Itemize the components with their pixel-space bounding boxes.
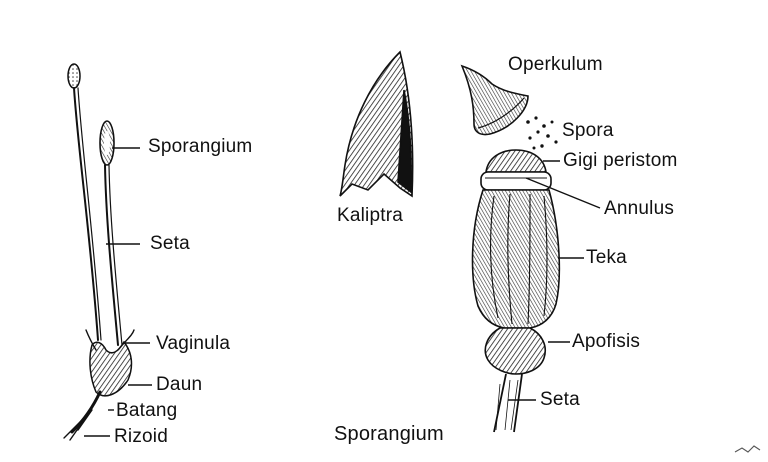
label-seta-left: Seta <box>150 233 190 254</box>
label-gigi-peristom: Gigi peristom <box>563 150 678 171</box>
label-seta-right: Seta <box>540 389 580 410</box>
label-annulus: Annulus <box>604 198 675 219</box>
stem <box>70 390 102 434</box>
operculum-shape <box>460 64 529 136</box>
label-kaliptra: Kaliptra <box>337 205 404 226</box>
spore-dots <box>526 116 558 150</box>
leaf-tuft <box>89 340 133 397</box>
kaliptra-drawing <box>339 50 414 198</box>
theca-body <box>471 189 561 329</box>
annulus-band <box>480 171 552 191</box>
label-spora: Spora <box>562 120 614 141</box>
label-apofisis: Apofisis <box>572 331 641 352</box>
label-sporangium: Sporangium <box>148 136 253 157</box>
right-leader-lines <box>508 160 601 401</box>
label-batang: Batang <box>116 400 178 421</box>
capsule-small <box>67 63 81 89</box>
left-leader-lines <box>84 147 152 437</box>
caption-sporangium: Sporangium <box>334 423 444 445</box>
label-teka: Teka <box>586 247 627 268</box>
rhizoid-lines <box>63 409 93 441</box>
label-operkulum: Operkulum <box>508 54 603 75</box>
seta-stalk-2 <box>104 164 119 346</box>
label-rizoid: Rizoid <box>114 426 168 447</box>
sporangium-detail <box>460 64 561 433</box>
label-daun: Daun <box>156 374 203 395</box>
moss-plant <box>63 63 135 441</box>
peristome-dome <box>485 149 547 173</box>
label-vaginula: Vaginula <box>156 333 231 354</box>
seta-stalk-detail <box>493 373 523 433</box>
seta-stalk-1 <box>73 87 99 341</box>
corner-scribble <box>734 445 761 453</box>
apophysis-shape <box>484 327 546 375</box>
